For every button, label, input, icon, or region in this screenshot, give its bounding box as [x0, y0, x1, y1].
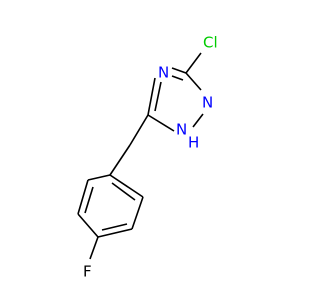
bond-benz-inner-c	[111, 182, 136, 201]
atom-nh-label: N	[176, 121, 187, 139]
bond-c3-n-top-double	[171, 75, 184, 81]
bond-n-top-c5	[147, 77, 156, 116]
bond-benz-2-3	[77, 179, 89, 215]
atom-chlorine-label: Cl	[203, 34, 218, 52]
bond-c3-cl	[185, 52, 202, 74]
bond-benz-5-6	[131, 196, 144, 230]
bond-c5-n-top-double	[154, 81, 162, 112]
bond-c3-n-right	[185, 72, 202, 91]
bond-benz-inner-b	[101, 223, 128, 231]
bond-benz-3-4	[77, 213, 99, 238]
molecule-structure-diagram: Cl N N N H F	[77, 34, 218, 281]
bond-ch2-ring	[109, 144, 131, 176]
bond-benz-4-5	[97, 228, 133, 238]
bond-c5-ch2	[129, 114, 149, 146]
atom-fluorine-label: F	[83, 263, 92, 281]
bond-nh-c5	[147, 114, 175, 132]
atom-n-top-label: N	[158, 64, 169, 82]
bond-benz-6-1	[109, 174, 144, 198]
bond-n-right-nh	[192, 113, 204, 128]
bond-benz-1-2	[87, 174, 111, 181]
atom-nh-hydrogen-label: H	[188, 134, 199, 152]
bond-ring-f	[89, 236, 99, 260]
atom-n-right-label: N	[202, 94, 213, 112]
bond-c3-n-top	[171, 67, 187, 74]
bond-benz-inner-a	[84, 186, 94, 214]
